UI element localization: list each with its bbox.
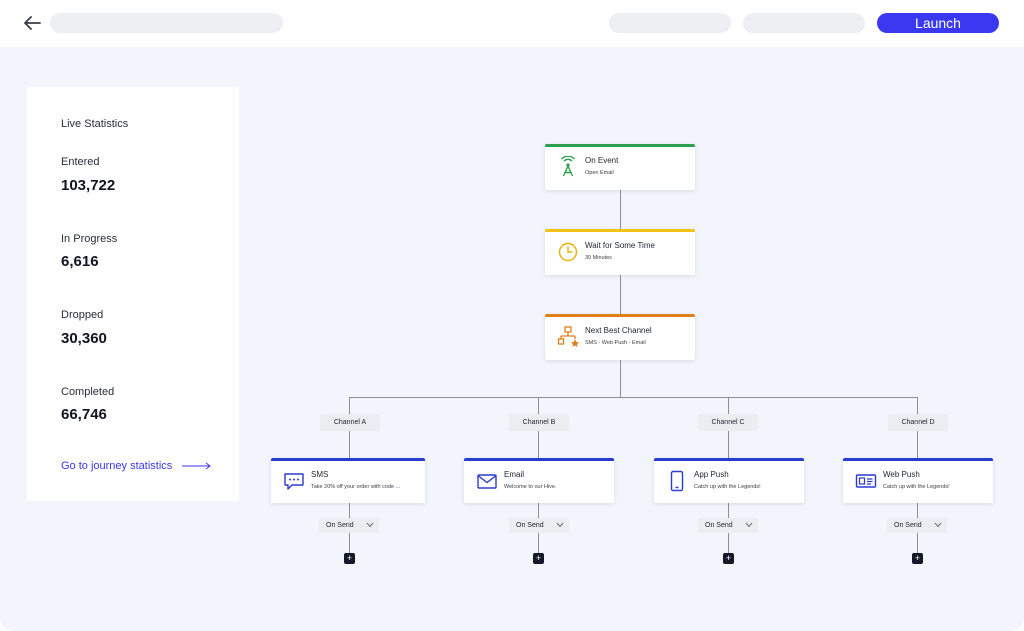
- top-bar: Launch: [0, 0, 1024, 47]
- browser-card-icon: [855, 474, 877, 488]
- wait-node[interactable]: Wait for Some Time 30 Minutes: [545, 229, 695, 275]
- stat-dropped-value: 30,360: [61, 330, 107, 347]
- on-send-dropdown-d[interactable]: On Send: [887, 518, 947, 533]
- node-subtitle: Catch up with the Legends!: [883, 484, 950, 490]
- envelope-icon: [477, 474, 497, 489]
- mobile-phone-icon: [670, 470, 684, 492]
- channel-b-tag[interactable]: Channel B: [509, 414, 569, 431]
- on-send-label: On Send: [516, 522, 544, 529]
- node-title: App Push: [694, 470, 729, 479]
- next-best-channel-node[interactable]: Next Best Channel SMS - Web Push - Email: [545, 314, 695, 360]
- chevron-down-icon: [745, 522, 753, 528]
- node-subtitle: Welcome to our Hive.: [504, 484, 557, 490]
- chevron-down-icon: [556, 522, 564, 528]
- channel-d-tag[interactable]: Channel D: [888, 414, 948, 431]
- stat-entered-label: Entered: [61, 156, 100, 168]
- launch-button[interactable]: Launch: [877, 13, 999, 33]
- stat-in-progress-value: 6,616: [61, 253, 99, 270]
- on-send-label: On Send: [894, 522, 922, 529]
- clock-icon: [558, 242, 578, 262]
- on-event-node[interactable]: On Event Open Email: [545, 144, 695, 190]
- action-placeholder-1[interactable]: [609, 13, 731, 33]
- on-send-label: On Send: [705, 522, 733, 529]
- node-color-bar: [545, 144, 695, 147]
- chat-bubble-icon: [284, 473, 304, 490]
- live-statistics-panel: Live Statistics Entered 103,722 In Progr…: [27, 87, 239, 501]
- node-color-bar: [545, 229, 695, 232]
- node-title: On Event: [585, 156, 619, 165]
- add-step-button-b[interactable]: +: [533, 553, 544, 564]
- on-send-dropdown-b[interactable]: On Send: [509, 518, 569, 533]
- node-title: Next Best Channel: [585, 326, 652, 335]
- stat-completed-value: 66,746: [61, 406, 107, 423]
- hierarchy-star-icon: [557, 326, 579, 347]
- on-send-dropdown-a[interactable]: On Send: [319, 518, 379, 533]
- add-step-button-a[interactable]: +: [344, 553, 355, 564]
- stat-completed-label: Completed: [61, 386, 115, 398]
- arrow-right-icon: [182, 462, 212, 470]
- on-send-label: On Send: [326, 522, 354, 529]
- back-arrow-icon[interactable]: [22, 14, 42, 32]
- on-send-dropdown-c[interactable]: On Send: [698, 518, 758, 533]
- node-subtitle: Open Email: [585, 170, 614, 176]
- connector-event-wait: [620, 190, 621, 230]
- channel-a-tag[interactable]: Channel A: [320, 414, 380, 431]
- stat-dropped-label: Dropped: [61, 309, 104, 321]
- node-title: Wait for Some Time: [585, 241, 655, 250]
- add-step-button-c[interactable]: +: [723, 553, 734, 564]
- node-subtitle: Catch up with the Legends!: [694, 484, 761, 490]
- connector-wait-best: [620, 275, 621, 315]
- node-title: Email: [504, 470, 525, 479]
- node-title: Web Push: [883, 470, 920, 479]
- connector-best-branch: [620, 360, 621, 398]
- add-step-button-d[interactable]: +: [912, 553, 923, 564]
- chevron-down-icon: [934, 522, 942, 528]
- sms-node[interactable]: SMS Take 20% off your order with code ..…: [271, 458, 425, 503]
- stats-heading: Live Statistics: [61, 118, 129, 130]
- journey-statistics-link-label: Go to journey statistics: [61, 460, 173, 472]
- node-subtitle: SMS - Web Push - Email: [585, 340, 646, 346]
- action-placeholder-2[interactable]: [743, 13, 865, 33]
- node-subtitle: 30 Minutes: [585, 255, 612, 261]
- chevron-down-icon: [366, 522, 374, 528]
- stat-in-progress-label: In Progress: [61, 233, 118, 245]
- branch-horizontal-line: [349, 397, 918, 398]
- antenna-icon: [560, 156, 576, 177]
- journey-statistics-link[interactable]: Go to journey statistics: [61, 460, 212, 472]
- title-placeholder: [50, 13, 283, 33]
- app-push-node[interactable]: App Push Catch up with the Legends!: [654, 458, 804, 503]
- node-color-bar: [843, 458, 993, 461]
- node-color-bar: [545, 314, 695, 317]
- node-color-bar: [654, 458, 804, 461]
- node-color-bar: [464, 458, 614, 461]
- node-subtitle: Take 20% off your order with code ...: [311, 484, 401, 490]
- channel-c-tag[interactable]: Channel C: [698, 414, 758, 431]
- web-push-node[interactable]: Web Push Catch up with the Legends!: [843, 458, 993, 503]
- stat-entered-value: 103,722: [61, 177, 116, 194]
- email-node[interactable]: Email Welcome to our Hive.: [464, 458, 614, 503]
- node-color-bar: [271, 458, 425, 461]
- node-title: SMS: [311, 470, 329, 479]
